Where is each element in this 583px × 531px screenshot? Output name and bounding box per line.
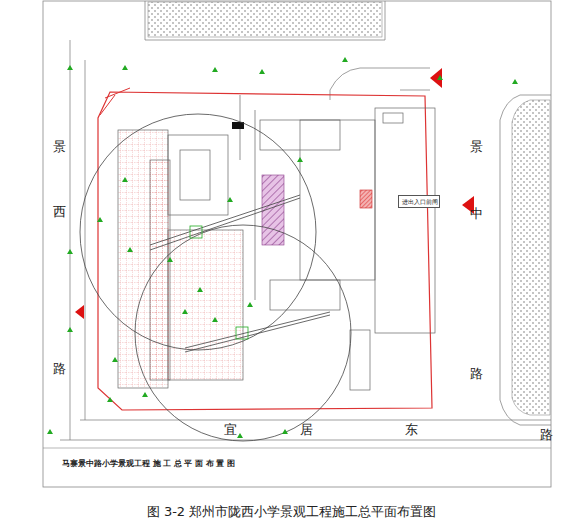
gate-post <box>232 122 244 129</box>
survey-marker <box>97 217 103 222</box>
survey-marker <box>212 317 218 322</box>
survey-marker <box>67 249 73 254</box>
road-name: 景 <box>470 140 483 154</box>
survey-marker <box>282 429 288 434</box>
survey-marker <box>122 65 128 70</box>
survey-marker <box>259 69 265 74</box>
road-name: 中 <box>470 207 483 221</box>
road-name: 居 <box>300 423 313 437</box>
frame <box>43 1 551 487</box>
entry-marker <box>75 68 474 319</box>
road-name: 路 <box>470 367 483 381</box>
gate-box: 进出入口前闸 <box>398 195 440 208</box>
road-name: 西 <box>53 205 66 219</box>
road-name: 路 <box>540 428 553 442</box>
hatched-block <box>148 2 382 37</box>
survey-marker <box>107 397 113 402</box>
road-name: 景 <box>53 140 66 154</box>
site-boundary <box>98 92 432 410</box>
survey-marker <box>67 65 73 70</box>
tower-crane <box>80 114 351 441</box>
road-name: 宜 <box>224 423 237 437</box>
survey-marker <box>297 157 303 162</box>
survey-marker <box>47 429 53 434</box>
survey-marker <box>47 57 518 438</box>
survey-marker <box>142 392 148 397</box>
survey-marker <box>227 197 233 202</box>
survey-marker <box>182 309 188 314</box>
figure-caption: 图 3-2 郑州市陇西小学景观工程施工总平面布置图 <box>0 505 583 519</box>
road-name: 东 <box>405 423 418 437</box>
survey-marker <box>212 67 218 72</box>
survey-marker <box>247 302 253 307</box>
survey-marker <box>67 327 73 332</box>
survey-marker <box>237 433 243 438</box>
survey-marker <box>342 57 348 62</box>
survey-marker <box>197 287 203 292</box>
survey-marker <box>512 79 518 84</box>
box-label: 进出入口前闸 <box>402 199 436 206</box>
wash-station <box>360 190 372 208</box>
survey-marker <box>127 247 133 252</box>
survey-marker <box>112 357 118 362</box>
hatched-block <box>512 100 550 415</box>
survey-marker <box>437 75 443 80</box>
survey-marker <box>122 177 128 182</box>
plan-title: 马寨景中路小学景观工程 施 工 总 平 面 布 置 图 <box>62 460 235 468</box>
survey-marker <box>167 257 173 262</box>
road-name: 路 <box>53 362 66 376</box>
roads <box>60 1 551 440</box>
